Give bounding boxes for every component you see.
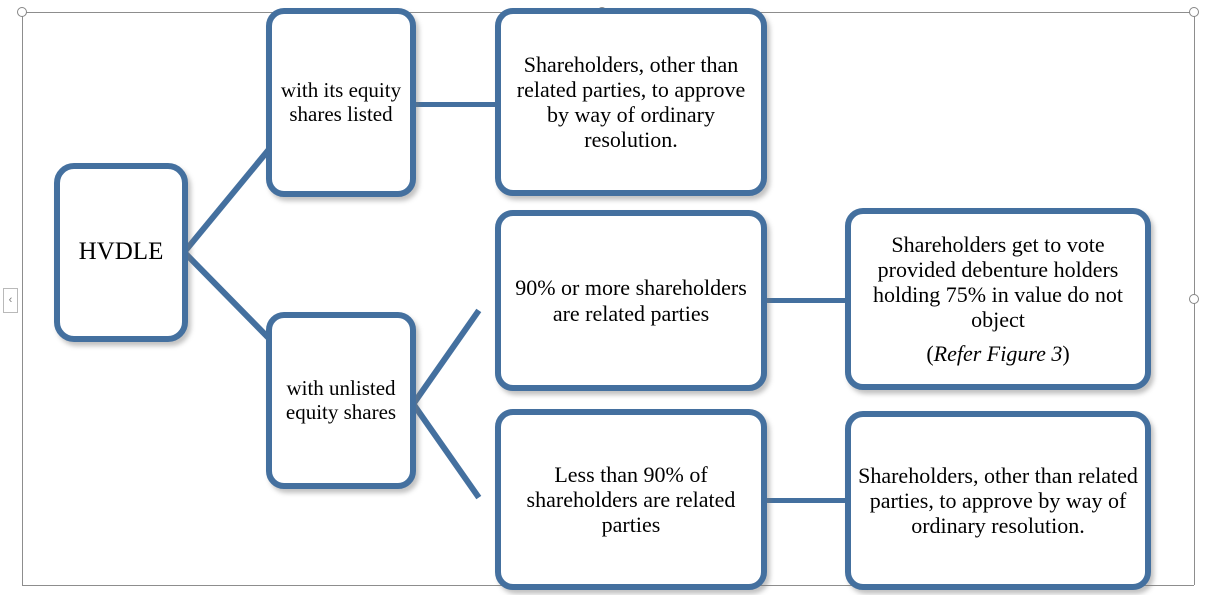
- chevron-left-icon: ‹: [8, 294, 13, 306]
- node-listed-equity-shares[interactable]: with its equity shares listed: [266, 8, 416, 197]
- node-less-than-ninety-percent-label: Less than 90% of shareholders are relate…: [526, 461, 736, 538]
- connector-unlisted-to-less: [411, 403, 482, 500]
- connector-ninety-to-debenture: [763, 298, 850, 303]
- node-ordinary-resolution-bottom[interactable]: Shareholders, other than related parties…: [845, 411, 1151, 590]
- node-debenture-holders-vote-text: Shareholders get to vote provided debent…: [851, 232, 1145, 366]
- resize-handle-top-left[interactable]: [17, 7, 27, 17]
- node-ninety-percent-or-more-label: 90% or more shareholders are related par…: [515, 275, 747, 326]
- node-less-than-ninety-percent[interactable]: Less than 90% of shareholders are relate…: [495, 409, 767, 590]
- node-ordinary-resolution-top[interactable]: Shareholders, other than related parties…: [495, 8, 767, 196]
- node-unlisted-equity-shares[interactable]: with unlisted equity shares: [266, 312, 416, 489]
- node-ordinary-resolution-top-label: Shareholders, other than related parties…: [516, 51, 746, 153]
- node-hvdle[interactable]: HVDLE: [54, 163, 188, 342]
- refer-paren-close: ): [1062, 341, 1070, 367]
- collapse-panel-button[interactable]: ‹: [3, 288, 18, 313]
- refer-figure-reference: Refer Figure 3: [933, 341, 1063, 367]
- connector-less-to-ordinary-bottom: [763, 498, 850, 503]
- node-debenture-holders-vote-label: Shareholders get to vote provided debent…: [873, 231, 1123, 333]
- refer-paren-open: (: [926, 341, 934, 367]
- connector-listed-to-ordinary-top: [412, 102, 500, 107]
- node-debenture-holders-vote[interactable]: Shareholders get to vote provided debent…: [845, 208, 1151, 390]
- connector-unlisted-to-ninety: [411, 308, 482, 405]
- resize-handle-top-right[interactable]: [1189, 7, 1199, 17]
- node-unlisted-equity-shares-label: with unlisted equity shares: [285, 375, 397, 424]
- selection-frame-left: [22, 12, 23, 585]
- node-listed-equity-shares-label: with its equity shares listed: [280, 77, 402, 126]
- node-ninety-percent-or-more[interactable]: 90% or more shareholders are related par…: [495, 210, 767, 391]
- node-ordinary-resolution-bottom-label: Shareholders, other than related parties…: [858, 462, 1138, 539]
- node-hvdle-label: HVDLE: [78, 238, 164, 266]
- node-debenture-refer-line: (Refer Figure 3): [857, 341, 1139, 366]
- resize-handle-middle-right[interactable]: [1189, 294, 1199, 304]
